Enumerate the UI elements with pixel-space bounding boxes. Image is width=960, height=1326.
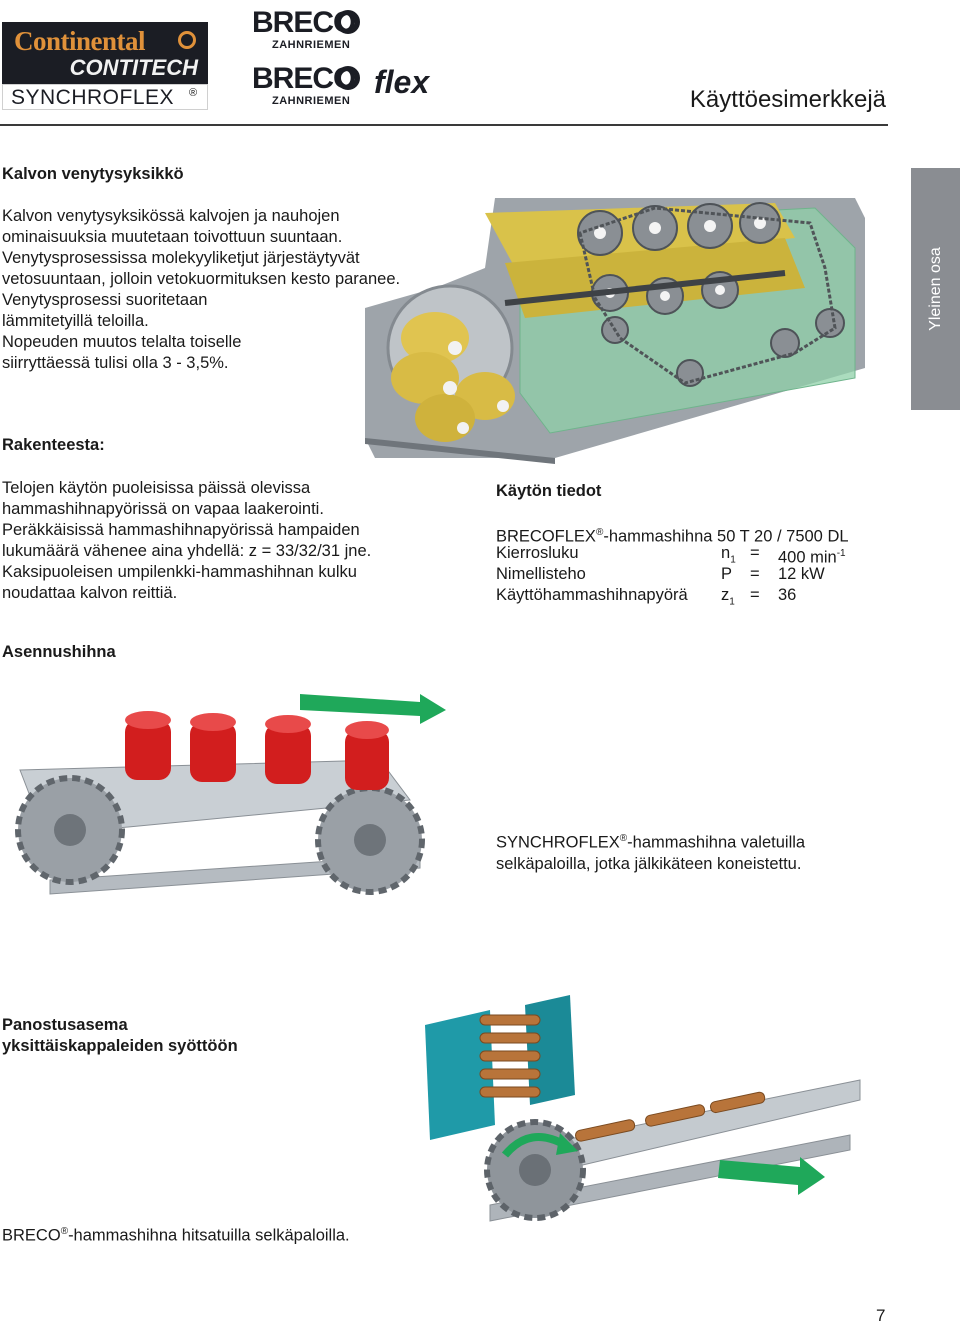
paragraph-line: Nopeuden muutos telalta toiselle xyxy=(2,333,242,351)
section-title-loading-station: Panostusasema yksittäiskappaleiden syött… xyxy=(2,1015,238,1057)
drive-data-table: Kierrosluku n1 = 400 min-1 Nimellisteho … xyxy=(496,543,916,607)
front-rollers xyxy=(391,312,515,442)
breco-ring-icon xyxy=(336,10,360,34)
stacked-rods xyxy=(479,1014,541,1098)
drive-row-symbol: n1 xyxy=(721,544,736,566)
drive-row-label: Kierrosluku xyxy=(496,544,579,562)
drive-row-pulley: Käyttöhammashihnapyörä z1 = 36 xyxy=(496,585,916,607)
construction-description: Telojen käytön puoleisissa päissä olevis… xyxy=(2,478,442,604)
registered-mark: ® xyxy=(60,1226,69,1237)
drive-belt-spec: BRECOFLEX®-hammashihna 50 T 20 / 7500 DL xyxy=(496,522,896,548)
drive-row-value: 12 kW xyxy=(778,565,825,583)
drive-row-equals: = xyxy=(750,565,760,583)
sprocket-hub xyxy=(519,1154,551,1186)
registered-mark-icon: ® xyxy=(189,87,198,99)
continental-logo-text: Continental xyxy=(14,26,146,56)
paragraph-line: Kalvon venytysyksikössä kalvojen ja nauh… xyxy=(2,207,340,225)
loading-station-illustration xyxy=(425,995,861,1222)
drive-row-speed: Kierrosluku n1 = 400 min-1 xyxy=(496,543,916,567)
drive-row-equals: = xyxy=(750,544,760,562)
brecoflex-logo: BRECO flex ZAHNRIEMEN xyxy=(252,62,442,112)
assembly-belt-illustration xyxy=(15,694,446,895)
drive-row-symbol: z1 xyxy=(721,586,735,608)
paragraph-line: Venytysprosessi suoritetaan xyxy=(2,291,208,309)
section-title-stretching-unit: Kalvon venytysyksikkö xyxy=(2,165,184,183)
stretching-unit-description: Kalvon venytysyksikössä kalvojen ja nauh… xyxy=(2,206,422,374)
direction-arrow-icon xyxy=(300,694,446,724)
conveyor-lower-run xyxy=(489,1134,851,1222)
caption-line: -hammashihna valetuilla xyxy=(627,833,806,852)
paragraph-line: lämmitetyillä teloilla. xyxy=(2,312,149,330)
paragraph-line: noudattaa kalvon reittiä. xyxy=(2,584,178,602)
drive-row-label: Nimellisteho xyxy=(496,565,586,583)
section-title-assembly-belt: Asennushihna xyxy=(2,643,116,661)
header-rule xyxy=(0,124,888,126)
paragraph-line: Kaksipuoleisen umpilenkki-hammashihnan k… xyxy=(2,563,357,581)
roller-yellow-mid xyxy=(505,238,805,318)
red-workpieces xyxy=(125,711,389,790)
drive-row-symbol: P xyxy=(721,565,733,583)
paragraph-line: siirryttäessä tulisi olla 3 - 3,5%. xyxy=(2,354,229,372)
caption-text: -hammashihna hitsatuilla selkäpaloilla. xyxy=(68,1226,350,1245)
breco-sub-text: ZAHNRIEMEN xyxy=(272,39,351,51)
title-line: Panostusasema xyxy=(2,1016,128,1034)
page-number: 7 xyxy=(876,1306,886,1325)
drive-row-label: Käyttöhammashihnapyörä xyxy=(496,586,688,604)
assembly-belt-caption: SYNCHROFLEX®-hammashihna valetuilla selk… xyxy=(496,828,896,875)
drive-row-value: 400 min-1 xyxy=(778,548,846,567)
caption-line: selkäpaloilla, jotka jälkikäteen koneist… xyxy=(496,854,802,873)
toothed-belt-path xyxy=(578,206,837,385)
paragraph-line: vetosuuntaan, jolloin vetokuormituksen k… xyxy=(2,270,401,288)
title-line: yksittäiskappaleiden syöttöön xyxy=(2,1037,238,1055)
shaft xyxy=(504,270,786,306)
drive-row-equals: = xyxy=(750,586,760,604)
feeder-left-wall xyxy=(425,1010,495,1140)
paragraph-line: Telojen käytön puoleisissa päissä olevis… xyxy=(2,479,311,497)
rods-on-belt xyxy=(575,1091,766,1142)
side-tab-label: Yleinen osa xyxy=(926,247,944,331)
loading-station-caption: BRECO®-hammashihna hitsatuilla selkäpalo… xyxy=(2,1221,422,1247)
horse-emblem-icon xyxy=(178,31,196,49)
machine-base-edge xyxy=(365,438,555,464)
feed-direction-arrow-icon xyxy=(718,1157,825,1195)
continental-contitech-logo: Continental CONTITECH SYNCHROFLEX ® xyxy=(2,22,208,110)
drive-row-power: Nimellisteho P = 12 kW xyxy=(496,564,916,585)
registered-mark: ® xyxy=(619,833,628,844)
caption-brand: BRECO xyxy=(2,1226,61,1245)
synchroflex-logo-text: SYNCHROFLEX xyxy=(11,86,175,109)
contitech-logo-text: CONTITECH xyxy=(69,55,198,80)
rotation-arrowhead-icon xyxy=(556,1133,578,1155)
brecoflex-flex-text: flex xyxy=(374,64,430,100)
paragraph-line: hammashihnapyörissä on vapaa laakerointi… xyxy=(2,500,324,518)
construction-title: Rakenteesta: xyxy=(2,436,105,454)
belt-brand: BRECOFLEX xyxy=(496,527,596,546)
page-title: Käyttöesimerkkejä xyxy=(689,86,886,113)
belt-sprockets xyxy=(15,775,425,895)
brecoflex-ring-icon xyxy=(336,66,360,90)
paragraph-line: ominaisuuksia muutetaan toivottuun suunt… xyxy=(2,228,343,246)
paragraph-line: Venytysprosessissa molekyyliketjut järje… xyxy=(2,249,360,267)
belt-type: -hammashihna 50 T 20 / 7500 DL xyxy=(603,527,849,546)
breco-logo: BRECO ZAHNRIEMEN xyxy=(252,6,442,56)
brecoflex-sub-text: ZAHNRIEMEN xyxy=(272,95,351,107)
paragraph-line: Peräkkäisissä hammashihnapyörissä hampai… xyxy=(2,521,360,539)
caption-brand: SYNCHROFLEX xyxy=(496,833,620,852)
drive-row-value: 36 xyxy=(778,586,797,604)
paragraph-line: lukumäärä vähenee aina yhdellä: z = 33/3… xyxy=(2,542,372,560)
drive-data-title: Käytön tiedot xyxy=(496,482,602,500)
registered-mark: ® xyxy=(595,527,604,538)
side-tab: Yleinen osa xyxy=(911,168,960,410)
stretching-machine-illustration xyxy=(365,198,865,464)
conveyor-belt xyxy=(539,1079,861,1176)
